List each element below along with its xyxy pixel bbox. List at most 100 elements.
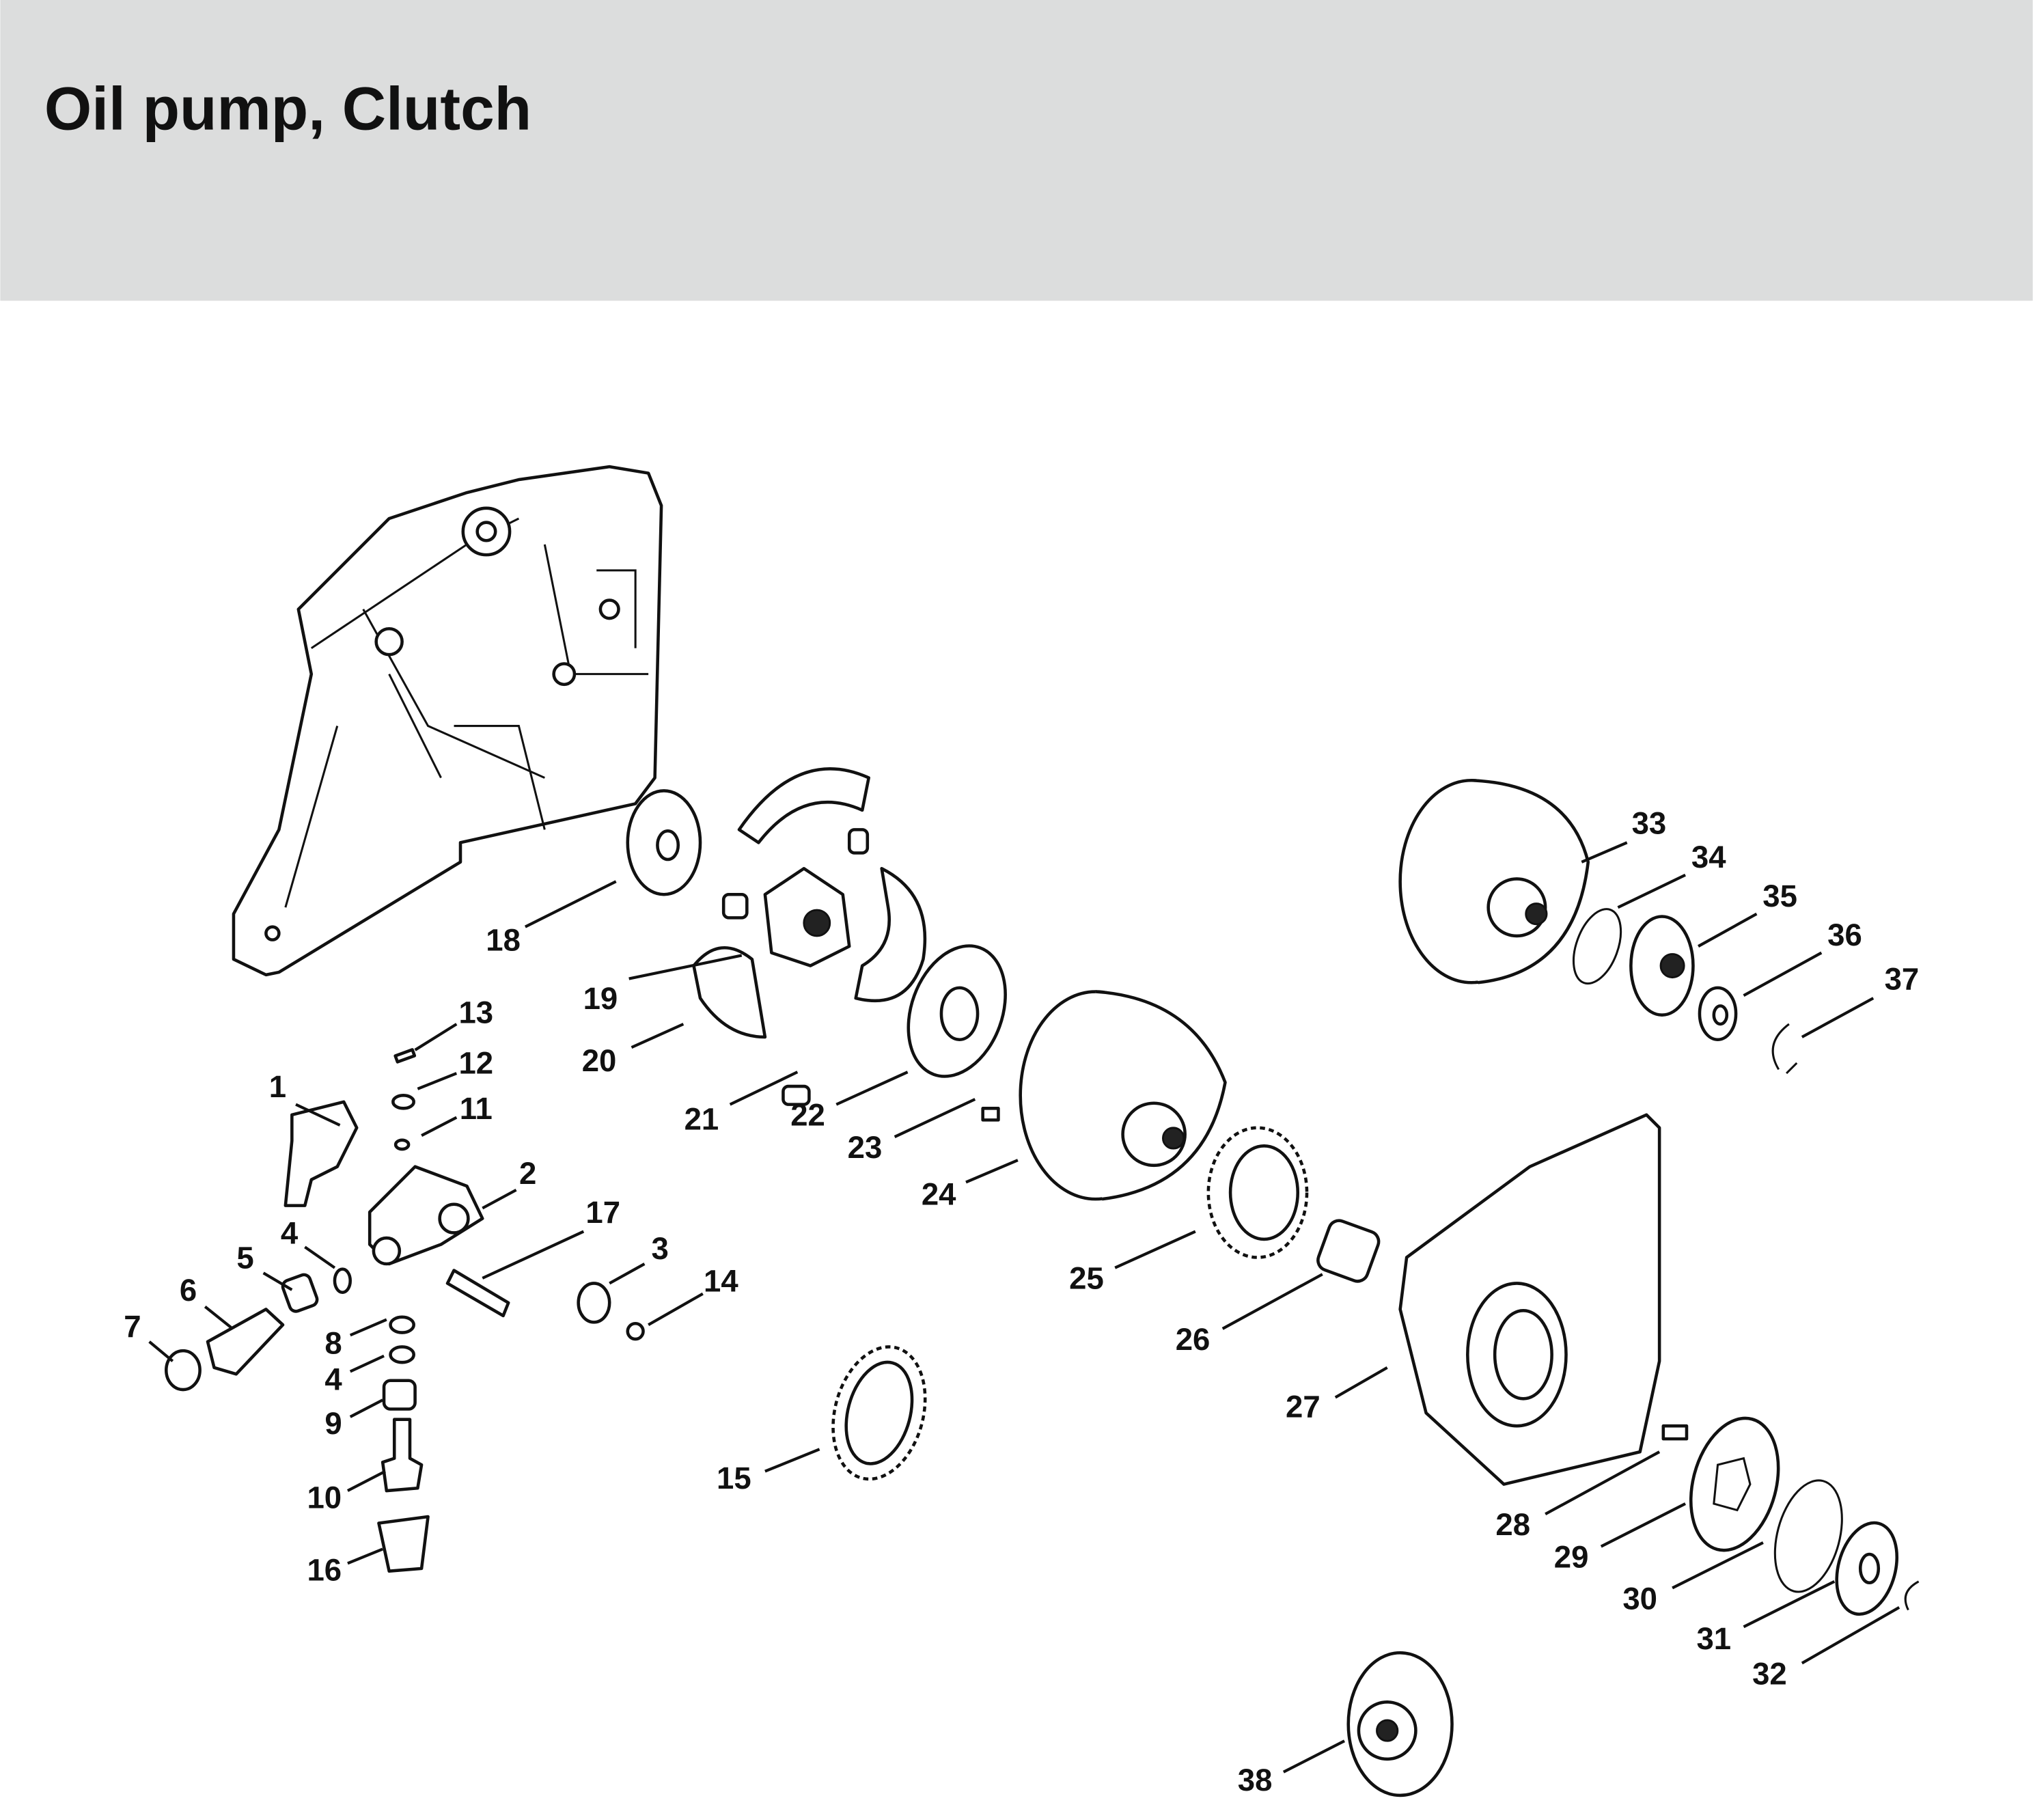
page-title: Oil pump, Clutch — [44, 74, 531, 143]
leader-line — [1600, 1502, 1687, 1548]
leader-line — [421, 1116, 458, 1138]
callout-17: 17 — [482, 1195, 620, 1280]
callout-number: 2 — [519, 1156, 536, 1191]
callout-number: 11 — [460, 1091, 493, 1126]
callout-number: 19 — [583, 981, 618, 1016]
callout-11: 11 — [421, 1091, 493, 1138]
callout-number: 4 — [324, 1362, 342, 1397]
leader-line — [628, 954, 743, 980]
callout-number: 14 — [704, 1263, 738, 1298]
callout-3: 3 — [609, 1231, 669, 1285]
callout-12: 12 — [417, 1046, 493, 1090]
leader-line — [1801, 1606, 1900, 1665]
callout-14: 14 — [648, 1263, 738, 1326]
leader-line — [349, 1318, 387, 1337]
leader-line — [965, 1159, 1019, 1184]
callout-27: 27 — [1286, 1366, 1388, 1424]
callout-20: 20 — [582, 1023, 684, 1078]
callout-number: 37 — [1885, 961, 1920, 996]
leader-line — [1114, 1230, 1196, 1269]
callout-37: 37 — [1801, 961, 1920, 1038]
callout-36: 36 — [1743, 918, 1862, 997]
leader-line — [1282, 1739, 1346, 1774]
leader-line — [414, 1023, 458, 1051]
callout-number: 8 — [324, 1326, 342, 1361]
callout-number: 20 — [582, 1043, 617, 1078]
callout-35: 35 — [1698, 879, 1797, 948]
callout-number: 35 — [1762, 879, 1797, 913]
leader-line — [894, 1098, 976, 1138]
leader-line — [346, 1470, 386, 1492]
leader-line — [1334, 1366, 1388, 1399]
callout-number: 22 — [790, 1098, 825, 1133]
sleeve-16 — [377, 1515, 430, 1573]
leader-line — [1221, 1273, 1323, 1330]
leader-line — [1672, 1541, 1764, 1590]
leader-line — [417, 1072, 458, 1090]
callout-number: 38 — [1238, 1763, 1273, 1797]
callout-6: 6 — [180, 1273, 232, 1329]
leader-line — [631, 1023, 684, 1049]
callout-number: 3 — [652, 1231, 669, 1266]
leader-line — [524, 880, 617, 928]
callout-22: 22 — [790, 1071, 909, 1133]
leader-line — [349, 1398, 384, 1418]
callout-32: 32 — [1752, 1606, 1900, 1691]
leader-line — [349, 1354, 385, 1373]
leader-line — [1743, 1580, 1836, 1629]
callout-number: 32 — [1752, 1656, 1787, 1691]
pump-piston-10 — [381, 1418, 424, 1493]
callout-13: 13 — [414, 995, 493, 1051]
leader-line — [1698, 912, 1758, 948]
callout-31: 31 — [1697, 1580, 1836, 1656]
leader-line — [347, 1547, 383, 1565]
callout-number: 15 — [717, 1461, 751, 1495]
callout-38: 38 — [1238, 1739, 1346, 1797]
ring-29 — [1689, 1416, 1780, 1552]
callout-25: 25 — [1069, 1230, 1196, 1296]
leader-line — [304, 1245, 336, 1269]
clutch-shoe — [737, 767, 870, 844]
screw-17 — [445, 1269, 510, 1318]
leader-line — [1545, 1450, 1661, 1516]
part-illustrations — [165, 465, 1920, 1797]
callout-8: 8 — [324, 1318, 387, 1361]
leader-line — [648, 1292, 704, 1326]
callout-number: 4 — [281, 1215, 299, 1250]
callout-number: 7 — [124, 1309, 141, 1344]
callout-number: 13 — [458, 995, 493, 1030]
callout-number: 36 — [1827, 918, 1862, 952]
callout-33: 33 — [1581, 806, 1666, 864]
callout-19: 19 — [583, 954, 743, 1016]
callout-number: 29 — [1554, 1540, 1589, 1575]
callout-26: 26 — [1176, 1273, 1323, 1357]
callout-number: 5 — [236, 1240, 253, 1275]
callout-15: 15 — [717, 1448, 820, 1495]
leader-line — [204, 1305, 232, 1329]
callout-number: 34 — [1691, 840, 1726, 874]
adjusting-screw-6 — [206, 1308, 285, 1376]
leader-line — [1617, 873, 1686, 909]
callout-number: 25 — [1069, 1261, 1104, 1296]
callout-1: 1 — [269, 1069, 341, 1127]
callout-34: 34 — [1617, 840, 1726, 909]
leader-line — [1581, 841, 1628, 864]
callout-5: 5 — [236, 1240, 293, 1291]
needle-cage-26 — [1316, 1219, 1381, 1283]
leader-line — [1743, 951, 1823, 997]
callout-number: 18 — [486, 922, 521, 957]
callout-number: 21 — [684, 1101, 719, 1136]
callout-number: 12 — [458, 1046, 493, 1081]
leader-line — [764, 1448, 820, 1473]
callout-number: 10 — [307, 1480, 342, 1515]
callout-28: 28 — [1495, 1450, 1661, 1542]
callout-23: 23 — [848, 1098, 976, 1165]
callout-number: 27 — [1286, 1390, 1320, 1424]
callout-30: 30 — [1622, 1541, 1764, 1616]
callout-9: 9 — [324, 1398, 384, 1441]
leader-line — [835, 1071, 909, 1106]
callout-number: 9 — [324, 1406, 342, 1441]
leader-line — [609, 1263, 646, 1285]
